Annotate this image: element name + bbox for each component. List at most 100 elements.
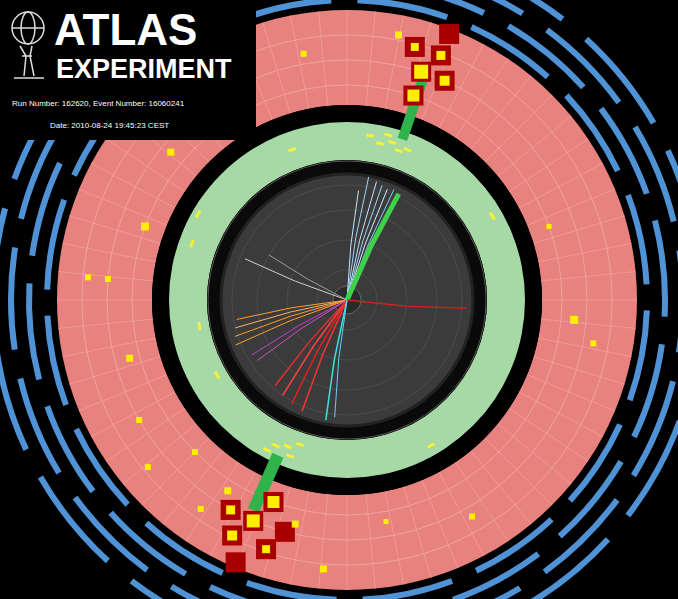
particle-track [269, 255, 347, 300]
energy-deposit [590, 340, 596, 346]
energy-deposit [292, 521, 299, 528]
tracker-hit [284, 444, 293, 450]
energy-deposit [224, 487, 231, 494]
energy-cell [435, 71, 455, 91]
energy-cell [263, 492, 283, 512]
tracker-hit [394, 148, 403, 153]
energy-deposit [440, 76, 450, 86]
energy-cell [411, 62, 431, 82]
energy-cell [222, 525, 242, 545]
energy-deposit [301, 51, 307, 57]
particle-track [335, 300, 347, 417]
tracker-hit [296, 442, 305, 447]
muon-chamber [391, 0, 485, 16]
energy-cell [439, 24, 459, 44]
muon-chamber [665, 149, 678, 254]
muon-chamber [584, 37, 656, 125]
energy-deposit [262, 545, 270, 553]
energy-deposit [145, 464, 151, 470]
muon-chamber [38, 476, 110, 564]
muon-chamber [652, 220, 668, 317]
energy-deposit [547, 224, 552, 229]
energy-cell [256, 539, 276, 559]
muon-chamber [632, 125, 676, 222]
logo-text: EXPERIMENT [56, 55, 232, 85]
particle-track [347, 300, 467, 308]
energy-deposit [85, 274, 91, 280]
energy-deposit [267, 496, 279, 508]
logo-text: ATLAS [54, 6, 197, 54]
energy-deposit [384, 519, 389, 524]
tracker-hit [403, 147, 412, 153]
particle-track [237, 300, 347, 319]
energy-deposit [192, 449, 198, 455]
energy-cell [403, 86, 423, 106]
tracker-hit [197, 322, 201, 330]
energy-deposit [226, 505, 235, 514]
energy-deposit [247, 514, 260, 527]
energy-deposit [126, 355, 133, 362]
tracker-hit [384, 133, 392, 138]
energy-deposit [141, 222, 149, 230]
energy-deposit [105, 276, 111, 282]
jet-bar [402, 73, 425, 139]
tracker-hit [376, 141, 384, 146]
particle-track [302, 300, 347, 411]
tracker-hit [195, 210, 202, 218]
particle-track [292, 300, 347, 404]
muon-chamber [467, 0, 564, 22]
energy-deposit [469, 514, 475, 520]
tracker-hit [288, 147, 297, 153]
energy-deposit [407, 90, 419, 102]
ring-edge [208, 161, 486, 439]
tracker-hit [489, 212, 496, 220]
tracker-hit [214, 371, 221, 379]
muon-chamber [523, 537, 611, 599]
muon-chamber [625, 420, 678, 517]
tracker-hit [286, 453, 295, 459]
energy-deposit [320, 565, 327, 572]
muon-chamber [209, 584, 303, 599]
energy-deposit [395, 31, 402, 38]
atlas-logo-icon [12, 12, 44, 78]
inner-layer [257, 210, 437, 390]
tracker-hit [388, 140, 397, 145]
particle-track [326, 300, 347, 420]
particle-track [275, 300, 347, 386]
tracker-hit [366, 134, 374, 138]
energy-deposit [570, 316, 578, 324]
particle-track [252, 300, 347, 355]
inner-gap [207, 160, 487, 440]
energy-cell [221, 500, 241, 520]
muon-chamber [676, 250, 678, 353]
energy-deposit [411, 43, 419, 51]
energy-cell [226, 552, 246, 572]
logo-panel [0, 0, 256, 140]
muon-chamber [17, 378, 61, 475]
energy-deposit [227, 530, 237, 540]
tracker-hit [427, 442, 435, 449]
solenoid-gap [152, 105, 542, 495]
tracker-ring [169, 122, 525, 478]
energy-deposit [198, 506, 204, 512]
muon-chamber [428, 0, 525, 16]
muon-chamber [170, 584, 267, 599]
energy-cell [405, 37, 425, 57]
tracker-hit [189, 239, 195, 248]
particle-track [347, 194, 399, 300]
inner-detector [221, 174, 473, 426]
tracker-hit [263, 447, 271, 453]
muon-chamber [8, 247, 18, 350]
inner-layer [232, 185, 462, 415]
energy-deposit [414, 65, 428, 79]
particle-track [245, 259, 347, 300]
energy-cell [431, 45, 451, 65]
tracker-hit [272, 443, 281, 449]
event-info: Date: 2010-08-24 19:45:23 CEST [50, 122, 169, 131]
event-info: Run Number: 162620, Event Number: 160602… [12, 100, 184, 109]
energy-deposit [136, 417, 142, 423]
muon-chamber [130, 578, 227, 599]
energy-deposit [167, 149, 174, 156]
